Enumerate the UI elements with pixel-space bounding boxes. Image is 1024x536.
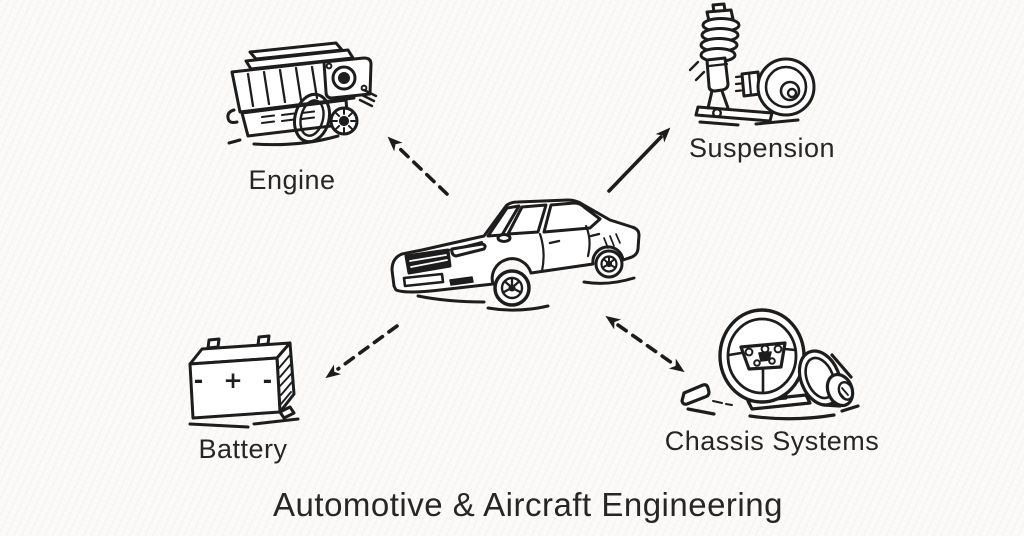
bumper-vent bbox=[402, 272, 445, 288]
battery-shadow bbox=[188, 417, 300, 429]
loose-part bbox=[680, 383, 711, 406]
rear-side-window bbox=[542, 201, 602, 234]
arrow-car-to-suspension bbox=[607, 127, 671, 193]
suspension-label: Suspension bbox=[688, 133, 836, 163]
arrow-car-to-battery bbox=[325, 324, 399, 379]
engine-icon bbox=[226, 41, 378, 147]
front-side-window bbox=[506, 203, 548, 236]
arrow-car-to-chassis bbox=[605, 315, 685, 373]
fog-light bbox=[449, 276, 474, 286]
chassis-systems-label: Chassis Systems bbox=[664, 426, 880, 456]
car-icon bbox=[390, 198, 641, 312]
battery-icon: - + - bbox=[188, 334, 300, 429]
chassis-icon bbox=[680, 308, 860, 421]
car-shadow bbox=[416, 276, 636, 312]
side-mirror bbox=[496, 233, 512, 243]
suspension-icon bbox=[688, 2, 816, 127]
steering-wheel bbox=[718, 308, 806, 404]
engine-shadow bbox=[227, 134, 340, 147]
wheel-hub bbox=[797, 349, 855, 408]
windshield bbox=[486, 204, 521, 238]
rear-wheel bbox=[594, 249, 624, 279]
front-wheel bbox=[493, 269, 531, 307]
diagram-title: Automotive & Aircraft Engineering bbox=[273, 486, 783, 523]
chassis-shadow bbox=[686, 404, 860, 421]
engine-label: Engine bbox=[248, 165, 336, 195]
brake-drum bbox=[756, 57, 816, 117]
arrow-car-to-engine bbox=[387, 136, 449, 196]
headlight bbox=[450, 242, 487, 258]
battery-label: Battery bbox=[198, 434, 288, 464]
battery-terminal-markings: - + - bbox=[194, 368, 278, 394]
suspension-shadow bbox=[698, 118, 800, 127]
